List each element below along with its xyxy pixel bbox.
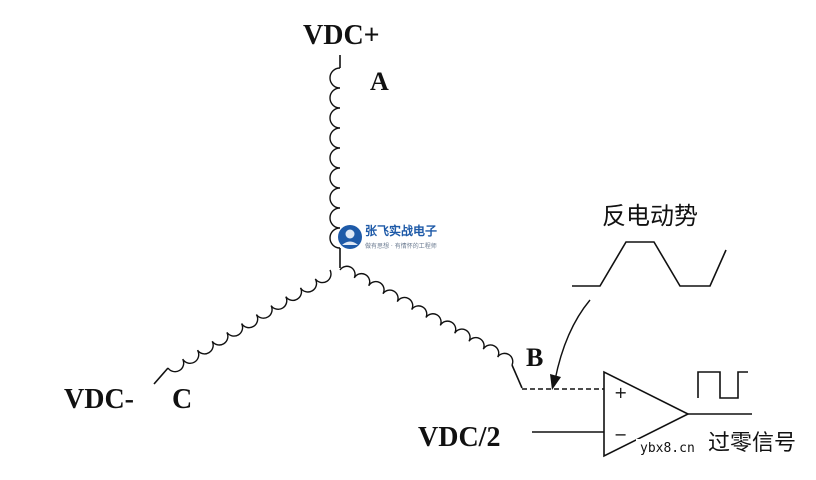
watermark-subtitle: 做有思想 · 有情怀的工程师 xyxy=(365,242,437,250)
opamp-minus-sign: − xyxy=(614,425,627,444)
label-phase-c: C xyxy=(172,384,192,415)
winding-a xyxy=(329,55,341,268)
winding-c xyxy=(153,269,332,385)
label-back-emf: 反电动势 xyxy=(602,202,698,230)
label-vdc-minus: VDC- xyxy=(64,384,134,415)
coil-c xyxy=(167,269,332,373)
opamp-triangle xyxy=(603,370,690,458)
back-emf-waveform xyxy=(572,241,727,287)
label-vdc-plus: VDC+ xyxy=(303,20,380,51)
label-zero-cross: 过零信号 xyxy=(708,431,796,456)
comparator: + − xyxy=(603,370,752,458)
label-vdc-half: VDC/2 xyxy=(418,422,500,453)
watermark-title: 张飞实战电子 xyxy=(365,223,437,238)
coil-b xyxy=(339,265,514,366)
zero-cross-waveform xyxy=(697,371,748,399)
opamp-plus-sign: + xyxy=(614,383,627,402)
back-emf-arrow xyxy=(550,299,591,390)
label-phase-b: B xyxy=(526,343,543,372)
label-phase-a: A xyxy=(370,67,389,96)
coil-a xyxy=(329,67,341,249)
source-url: ybx8.cn xyxy=(640,441,695,456)
winding-b xyxy=(339,265,523,389)
source-url-backdrop xyxy=(636,439,704,455)
watermark: 张飞实战电子 做有思想 · 有情怀的工程师 xyxy=(338,223,437,250)
